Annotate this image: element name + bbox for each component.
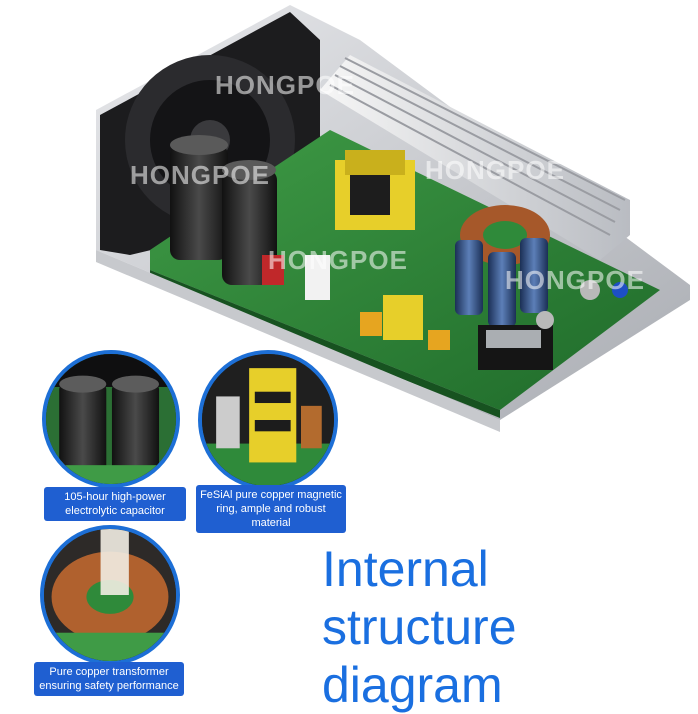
magnetic-detail-circle [198,350,338,490]
transformer-label: Pure copper transformer ensuring safety … [34,662,184,696]
title-line-2: diagram [322,657,503,713]
transformer-label-line-2: ensuring safety performance [39,680,179,692]
watermark: HONGPOE [425,155,565,185]
page-title: Internal structure diagram [322,540,692,714]
capacitor-label-line-2: electrolytic capacitor [65,505,165,517]
magnetic-closeup [202,354,334,486]
transformer-detail-circle [40,525,180,665]
yellow-transformer [335,150,415,230]
title-line-1: Internal structure [322,541,517,655]
watermark: HONGPOE [215,70,355,100]
output-capacitors [455,238,548,327]
capacitor-label: 105-hour high-power electrolytic capacit… [44,487,186,521]
transformer-closeup [44,529,176,661]
watermark: HONGPOE [130,160,270,190]
capacitor-label-line-1: 105-hour high-power [64,491,166,503]
heatsink [320,55,630,260]
magnetic-label-line-2: ring, ample and robust material [216,503,326,529]
terminal-block [478,280,628,370]
main-capacitors [170,135,277,285]
watermark: HONGPOE [505,265,645,295]
magnetic-label: FeSiAl pure copper magnetic ring, ample … [196,485,346,533]
power-supply-photo: HONGPOE HONGPOE HONGPOE HONGPOE HONGPOE [96,5,690,432]
magnetic-label-line-1: FeSiAl pure copper magnetic [200,489,342,501]
capacitor-closeup [46,354,176,484]
power-supply-illustration [96,5,690,432]
capacitor-detail-circle [42,350,180,488]
watermark: HONGPOE [268,245,408,275]
transformer-label-line-1: Pure copper transformer [49,666,169,678]
